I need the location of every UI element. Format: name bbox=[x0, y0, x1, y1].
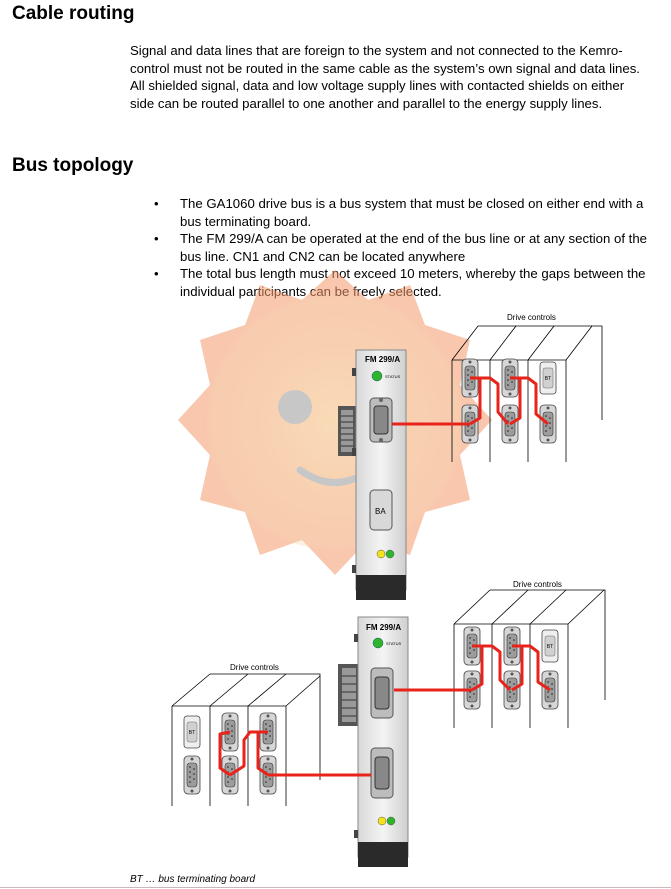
module-title: FM 299/A bbox=[366, 623, 401, 632]
fm299a-module-bottom: FM 299/A STATUS bbox=[338, 616, 409, 867]
drive-controls-label: Drive controls bbox=[513, 580, 562, 589]
bullet-item: The FM 299/A can be operated at the end … bbox=[150, 230, 650, 265]
module-title: FM 299/A bbox=[365, 355, 400, 364]
bt-label: BT bbox=[545, 376, 551, 382]
drive-controls-rack-left: Drive controls bbox=[171, 663, 321, 806]
status-led bbox=[371, 370, 383, 382]
bus-terminating-board: BT bbox=[541, 629, 559, 663]
footer-rule bbox=[0, 887, 671, 888]
bus-topology-list: The GA1060 drive bus is a bus system tha… bbox=[150, 195, 650, 300]
drive-controls-rack-right: Drive controls bbox=[453, 580, 606, 728]
dsub-connector bbox=[183, 755, 201, 795]
bt-label: BT bbox=[189, 730, 195, 736]
status-label: STATUS bbox=[386, 641, 402, 646]
drive-controls-label: Drive controls bbox=[230, 663, 279, 672]
bullet-item: The GA1060 drive bus is a bus system tha… bbox=[150, 195, 650, 230]
bus-cables bbox=[218, 376, 551, 777]
fm299a-module-top: FM 299/A STATUS BA bbox=[338, 349, 407, 600]
status-label: STATUS bbox=[385, 374, 401, 379]
drive-controls-label: Drive controls bbox=[507, 313, 556, 322]
paragraph-cable-routing: Signal and data lines that are foreign t… bbox=[130, 43, 640, 111]
bt-label: BT bbox=[547, 644, 553, 650]
figure-caption: BT … bus terminating board bbox=[130, 874, 256, 885]
heading-cable-routing: Cable routing bbox=[12, 3, 135, 24]
bullet-item: The total bus length must not exceed 10 … bbox=[150, 265, 650, 300]
bus-cable bbox=[229, 730, 266, 777]
status-led bbox=[372, 637, 384, 649]
bus-cable bbox=[474, 644, 512, 692]
bus-cable bbox=[512, 376, 549, 426]
bus-cable bbox=[514, 644, 551, 692]
ba-label: BA bbox=[375, 507, 386, 516]
bus-terminating-board: BT bbox=[183, 715, 201, 749]
heading-bus-topology: Bus topology bbox=[12, 155, 134, 176]
bus-terminating-board: BT bbox=[539, 361, 557, 395]
bus-cable bbox=[472, 376, 510, 425]
bus-cable bbox=[218, 730, 231, 777]
